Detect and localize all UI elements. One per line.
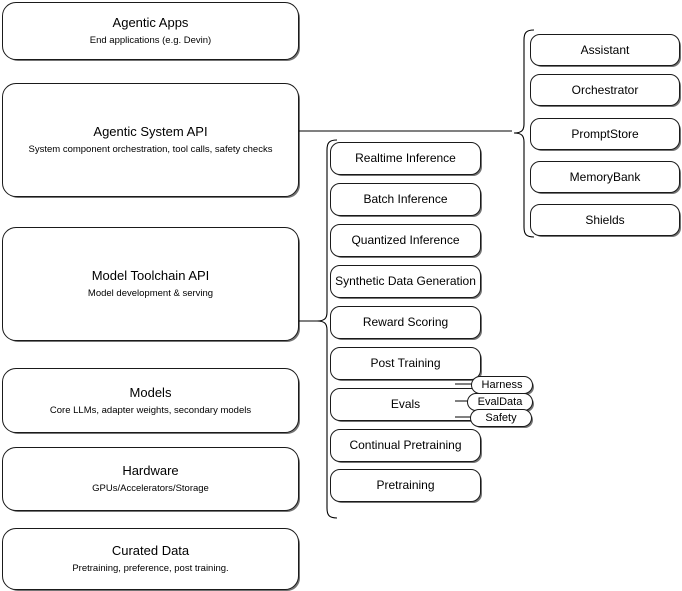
system-component-promptstore[interactable]: PromptStore bbox=[530, 118, 680, 150]
layer-subtitle: Core LLMs, adapter weights, secondary mo… bbox=[49, 404, 252, 416]
layer-box-model-toolchain-api[interactable]: Model Toolchain API Model development & … bbox=[2, 227, 299, 341]
layer-subtitle: GPUs/Accelerators/Storage bbox=[92, 483, 209, 494]
system-component-assistant[interactable]: Assistant bbox=[530, 34, 680, 66]
layer-box-hardware[interactable]: Hardware GPUs/Accelerators/Storage bbox=[2, 447, 299, 511]
layer-subtitle: Model development & serving bbox=[87, 288, 214, 299]
toolchain-component-synthetic-data-generation[interactable]: Synthetic Data Generation bbox=[330, 265, 481, 298]
component-label: Shields bbox=[585, 212, 625, 227]
evals-tag-harness[interactable]: Harness bbox=[471, 376, 533, 394]
evals-tag-label: Harness bbox=[481, 378, 523, 391]
evals-tag-safety[interactable]: Safety bbox=[470, 409, 532, 427]
layer-title: Curated Data bbox=[111, 543, 190, 558]
toolchain-component-continual-pretraining[interactable]: Continual Pretraining bbox=[330, 429, 481, 462]
layer-box-curated-data[interactable]: Curated Data Pretraining, preference, po… bbox=[2, 528, 299, 590]
layer-box-agentic-apps[interactable]: Agentic Apps End applications (e.g. Devi… bbox=[2, 2, 299, 60]
layer-subtitle: Pretraining, preference, post training. bbox=[72, 563, 229, 574]
layer-title: Agentic Apps bbox=[112, 15, 189, 30]
toolchain-component-quantized-inference[interactable]: Quantized Inference bbox=[330, 224, 481, 257]
evals-tag-label: Safety bbox=[485, 411, 517, 424]
toolchain-component-post-training[interactable]: Post Training bbox=[330, 347, 481, 380]
connector-system-api-to-system-components bbox=[299, 120, 521, 142]
layer-subtitle: System component orchestration, tool cal… bbox=[28, 144, 273, 155]
layer-title: Hardware bbox=[122, 463, 179, 478]
toolchain-component-pretraining[interactable]: Pretraining bbox=[330, 469, 481, 502]
component-label: Post Training bbox=[370, 356, 441, 370]
component-label: Reward Scoring bbox=[362, 315, 449, 329]
component-label: Realtime Inference bbox=[355, 151, 456, 165]
component-label: Batch Inference bbox=[363, 192, 448, 206]
component-label: Continual Pretraining bbox=[349, 438, 462, 452]
toolchain-component-evals[interactable]: Evals bbox=[330, 388, 481, 421]
system-component-shields[interactable]: Shields bbox=[530, 204, 680, 236]
layer-title: Model Toolchain API bbox=[91, 268, 210, 283]
component-label: Evals bbox=[390, 397, 421, 411]
connector-toolchain-api-to-toolchain-components bbox=[299, 310, 327, 332]
component-label: MemoryBank bbox=[569, 169, 641, 184]
component-label: Quantized Inference bbox=[351, 233, 460, 247]
layer-title: Models bbox=[129, 384, 172, 400]
system-component-orchestrator[interactable]: Orchestrator bbox=[530, 74, 680, 106]
layer-box-models[interactable]: Models Core LLMs, adapter weights, secon… bbox=[2, 368, 299, 433]
component-label: Pretraining bbox=[376, 478, 435, 492]
layer-subtitle: End applications (e.g. Devin) bbox=[89, 35, 212, 46]
component-label: Assistant bbox=[580, 42, 630, 57]
layer-box-agentic-system-api[interactable]: Agentic System API System component orch… bbox=[2, 83, 299, 197]
layer-title: Agentic System API bbox=[93, 124, 208, 139]
component-label: Synthetic Data Generation bbox=[335, 274, 476, 288]
evals-tag-label: EvalData bbox=[477, 395, 523, 408]
evals-tag-evaldata[interactable]: EvalData bbox=[467, 393, 533, 411]
component-label: Orchestrator bbox=[571, 82, 639, 97]
system-component-memorybank[interactable]: MemoryBank bbox=[530, 161, 680, 193]
toolchain-component-batch-inference[interactable]: Batch Inference bbox=[330, 183, 481, 216]
component-label: PromptStore bbox=[571, 126, 639, 141]
toolchain-component-realtime-inference[interactable]: Realtime Inference bbox=[330, 142, 481, 175]
toolchain-component-reward-scoring[interactable]: Reward Scoring bbox=[330, 306, 481, 339]
